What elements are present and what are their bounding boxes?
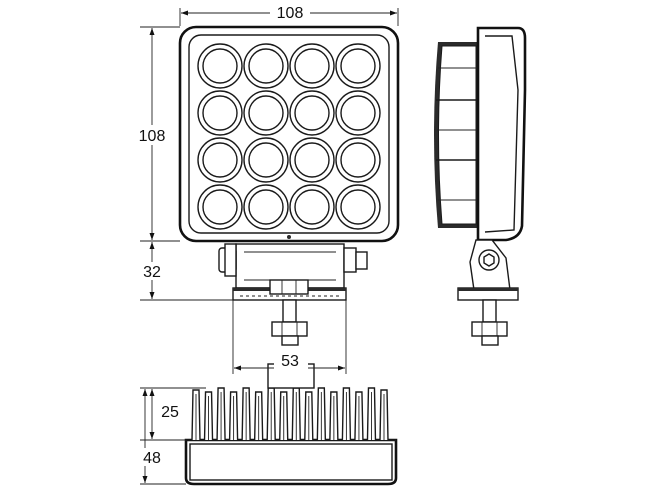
led-lens [248,48,284,84]
led-ring [243,137,289,183]
led-grid [197,43,381,230]
led-lens [248,142,284,178]
led-ring [197,137,243,183]
led-lens [202,189,238,225]
front-bracket [218,243,368,346]
dim-bracket-height: 32 [143,264,161,281]
dim-front-width: 108 [277,5,304,22]
led-ring [289,90,335,136]
cooling-fins [191,387,389,441]
led-lens [340,189,376,225]
led-lens [248,189,284,225]
dim-fin-depth: 25 [161,404,179,421]
led-lens [248,95,284,131]
led-ring [243,90,289,136]
dim-bracket-width: 53 [281,353,299,370]
led-ring [289,43,335,89]
bolt-nut [271,321,308,337]
top-body [184,438,398,486]
bottom-marker [287,235,291,239]
front-view [178,25,400,346]
led-ring [243,184,289,230]
dim-front-height: 108 [139,128,166,145]
side-housing [476,26,527,242]
right-knob [343,247,357,273]
led-ring [197,184,243,230]
led-lens [202,48,238,84]
led-lens [202,95,238,131]
housing-inner [188,34,390,234]
led-ring [243,43,289,89]
led-ring [335,90,381,136]
led-ring [289,184,335,230]
led-lens [294,189,330,225]
led-lens [340,48,376,84]
housing-outer [178,25,400,243]
top-nut [269,279,309,295]
led-ring [335,184,381,230]
led-ring [289,137,335,183]
led-lens [294,142,330,178]
led-lens [340,142,376,178]
led-ring [335,43,381,89]
bolt-shaft [282,299,297,323]
dim-total-depth: 48 [143,450,161,467]
led-lens [340,95,376,131]
top-view [184,363,398,486]
dimensions: 108 108 32 53 25 48 [130,3,399,485]
side-view [434,26,527,346]
led-lens [294,95,330,131]
led-lens [202,142,238,178]
led-lens [294,48,330,84]
led-ring [197,43,243,89]
bolt-tip [281,335,299,346]
led-ring [197,90,243,136]
led-ring [335,137,381,183]
